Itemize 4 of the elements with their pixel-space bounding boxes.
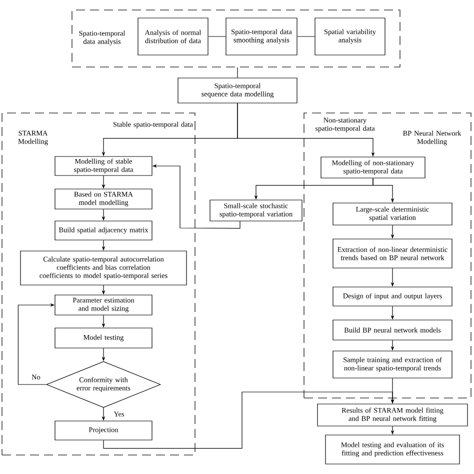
arrow: [103, 392, 394, 449]
connector-line: [297, 36, 315, 37]
connector-line: [208, 36, 226, 37]
connector-line: [237, 67, 238, 78]
